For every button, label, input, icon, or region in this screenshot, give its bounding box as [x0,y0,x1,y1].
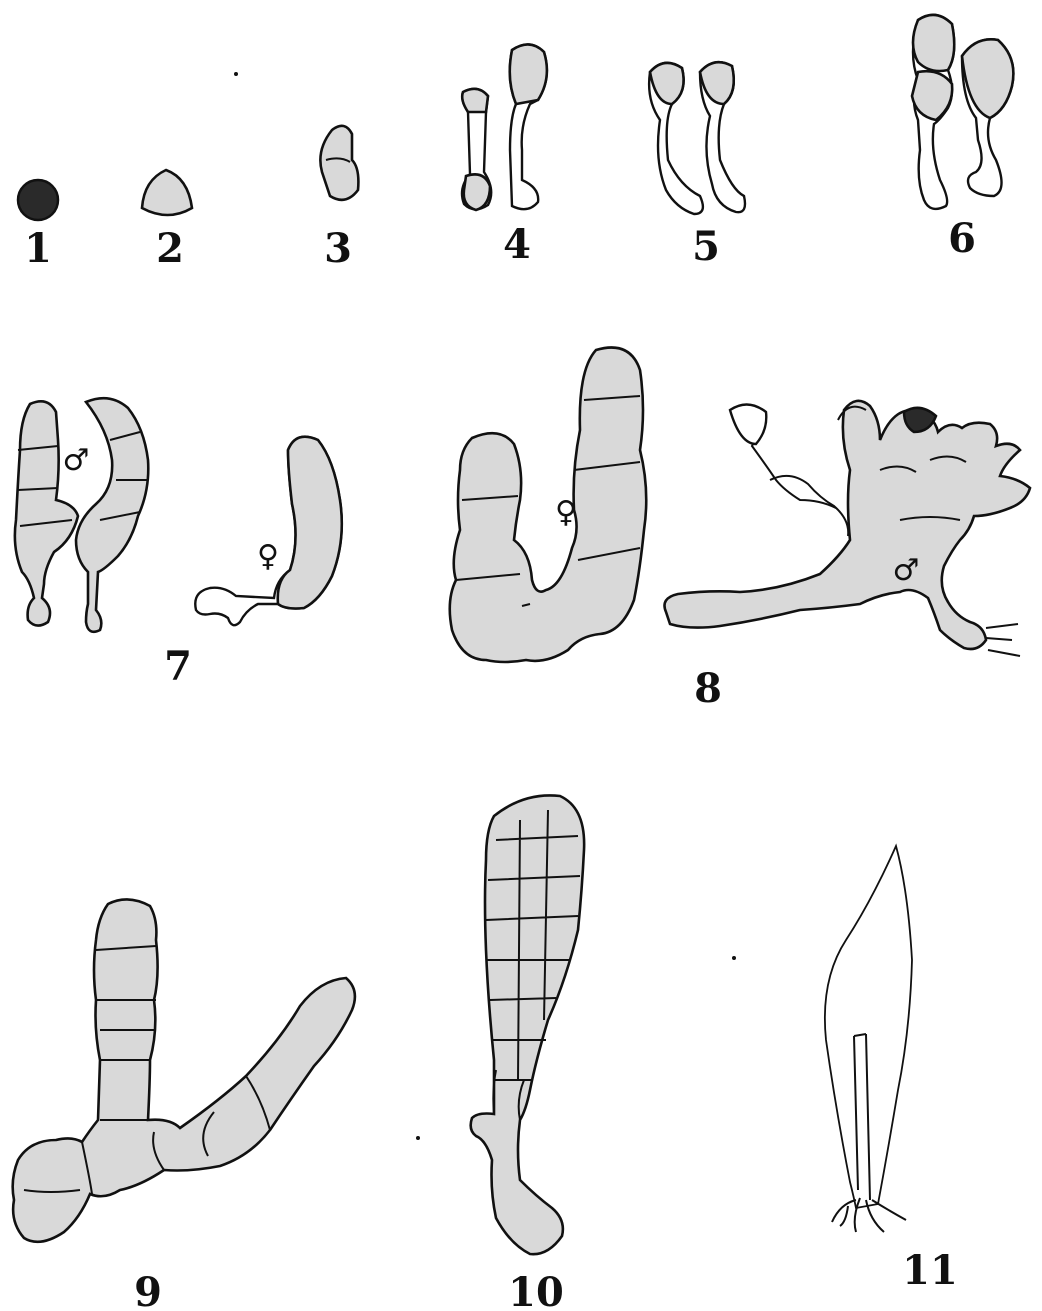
figure-3-number: 3 [324,225,352,272]
figure-9-branched-filament [13,899,355,1241]
spore [18,180,58,220]
figure-7-male-filaments [15,398,148,632]
male-symbol: ♂ [893,553,920,588]
speck [732,956,736,960]
cell [278,437,342,609]
cell [510,44,547,104]
male-symbol: ♂ [63,443,90,478]
cell [913,15,954,71]
figure-10-number: 10 [508,1269,564,1311]
shoot [471,795,584,1254]
figure-1-number: 1 [24,225,52,272]
filament [15,401,78,625]
speck [416,1136,420,1140]
spore-cell [142,170,192,215]
cell [320,126,358,200]
figure-5-germlings [649,62,745,214]
figure-7-female-filament [195,437,342,626]
filament [13,899,355,1241]
figure-5-number: 5 [692,223,720,270]
figure-4-germlings [462,44,547,210]
figure-11-leaf [825,846,912,1232]
cell [464,174,490,210]
figure-6-germlings [912,15,1013,209]
figure-3-germ-tube [320,126,358,200]
figure-2-germinating-spore [142,170,192,215]
figure-11-number: 11 [902,1247,958,1294]
figure-8-female-filament [450,348,647,663]
figure-2-number: 2 [156,225,184,272]
figure-1-spore [18,180,58,220]
figure-8-number: 8 [694,665,722,712]
female-symbol: ♀ [257,539,279,574]
figure-6-number: 6 [948,215,976,262]
figure-10-young-shoot [471,795,584,1254]
terminal-cell [730,404,766,444]
figure-9-number: 9 [134,1269,162,1311]
cell [462,89,488,112]
female-symbol: ♀ [555,495,577,530]
figure-7-number: 7 [164,643,192,690]
filament [450,348,647,663]
figure-4-number: 4 [503,221,531,268]
figure-8-male-branched-filament [665,401,1031,656]
speck [234,72,238,76]
